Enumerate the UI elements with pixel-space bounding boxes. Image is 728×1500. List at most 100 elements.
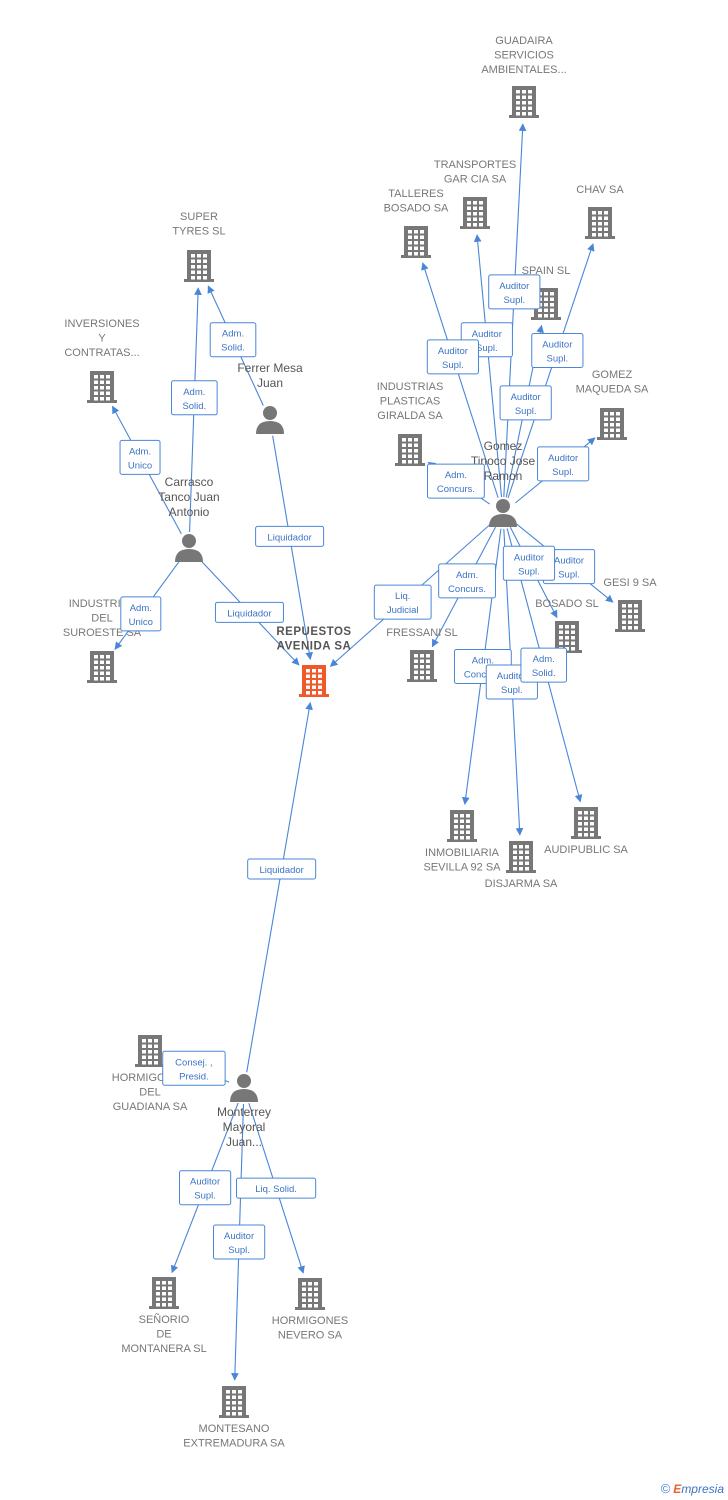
node-label-line: AMBIENTALES...: [481, 64, 566, 76]
building-icon: [87, 651, 117, 683]
node-label-line: Monterrey: [217, 1105, 271, 1119]
building-icon: [295, 1278, 325, 1310]
node-label-line: AUDIPUBLIC SA: [544, 844, 628, 856]
edge-label-text: Liquidador: [227, 608, 271, 619]
node-label-line: BOSADO SL: [535, 598, 599, 610]
person-icon: [256, 406, 284, 434]
company-node-repuestos[interactable]: REPUESTOS AVENIDA SA: [276, 626, 351, 697]
edge-label-text: Auditor: [548, 453, 578, 464]
edge-label-carrasco-ind_suroeste[interactable]: Adm.Unico: [120, 596, 162, 632]
company-node-fressani[interactable]: FRESSANI SL: [386, 627, 458, 682]
edge-label-carrasco-repuestos[interactable]: Liquidador: [214, 601, 284, 623]
edge-label-text: Auditor: [511, 392, 541, 403]
node-label-line: Gomez: [484, 439, 523, 453]
edge-label-ferrer-super_tyres[interactable]: Adm. Solid.: [209, 322, 257, 358]
node-label-line: CHAV SA: [576, 184, 624, 196]
person-node-monterrey[interactable]: MonterreyMayoralJuan...: [217, 1074, 271, 1149]
node-label-line: GUADIANA SA: [113, 1101, 188, 1113]
edge-label-text: Supl.: [558, 570, 580, 581]
edge-label-monterrey-repuestos[interactable]: Liquidador: [247, 858, 317, 880]
building-icon: [460, 197, 490, 229]
node-label-line: DE: [156, 1329, 171, 1341]
building-icon: [571, 807, 601, 839]
edge-label-text: Auditor: [554, 556, 584, 567]
company-node-gesi[interactable]: GESI 9 SA: [603, 577, 657, 632]
edge-label-text: Solid.: [182, 401, 206, 412]
building-icon: [585, 207, 615, 239]
company-node-bosado[interactable]: BOSADO SL: [535, 598, 599, 653]
edge-label-text: Supl.: [476, 343, 498, 354]
edge-label-text: Adm.: [130, 603, 152, 614]
edge-label-ferrer-repuestos[interactable]: Liquidador: [255, 525, 325, 547]
person-icon: [175, 534, 203, 562]
building-icon: [87, 371, 117, 403]
edge-label-gomez-ind_plasticas[interactable]: Adm.Concurs.: [427, 463, 485, 499]
edge-label-carrasco-super_tyres[interactable]: Adm.Solid.: [171, 380, 218, 416]
node-label-line: Mayoral: [223, 1120, 266, 1134]
edge-gomez-transportes: [473, 234, 503, 498]
edge-label-monterrey-hormigones_nevero[interactable]: Liq. Solid.: [235, 1177, 317, 1199]
edge-label-gomez-fressani[interactable]: Adm.Concurs.: [438, 563, 496, 599]
node-label-line: SPAIN SL: [522, 265, 571, 277]
node-label-line: INMOBILIARIA: [425, 847, 500, 859]
node-label-line: BOSADO SA: [384, 203, 449, 215]
company-node-disjarma[interactable]: DISJARMA SA: [485, 841, 558, 890]
edge-label-text: Liq.: [395, 591, 410, 602]
edge-label-text: Adm.: [472, 656, 494, 667]
edge-label-text: Concurs.: [448, 584, 486, 595]
company-node-chav[interactable]: CHAV SA: [576, 184, 624, 239]
edge-label-text: Supl.: [501, 685, 523, 696]
edge-label-text: Supl.: [552, 467, 574, 478]
building-icon: [509, 86, 539, 118]
node-label-line: AVENIDA SA: [277, 641, 352, 653]
edge-label-text: Adm.: [129, 446, 151, 457]
edge-label-text: Supl.: [442, 360, 464, 371]
company-node-inversiones[interactable]: INVERSIONESYCONTRATAS...: [64, 318, 140, 403]
edge-label-text: Presid.: [179, 1071, 209, 1082]
node-label-line: MONTANERA SL: [121, 1343, 206, 1355]
edge-label-carrasco-inversiones[interactable]: Adm. Unico: [119, 439, 161, 475]
edge-label-text: Adm.: [222, 329, 244, 340]
copyright-symbol: ©: [660, 1481, 671, 1496]
node-label-line: INDUSTRIAS: [69, 598, 136, 610]
footer-brand[interactable]: ©Empresia: [661, 1481, 724, 1496]
edge-label-text: Solid.: [221, 343, 245, 354]
edge-label-monterrey-hormigones_guadiana[interactable]: Consej. ,Presid.: [162, 1050, 226, 1086]
company-node-transportes[interactable]: TRANSPORTES GAR CIA SA: [434, 159, 516, 229]
edge-label-text: Unico: [128, 460, 152, 471]
node-label-line: GAR CIA SA: [444, 174, 507, 186]
node-label-line: TRANSPORTES: [434, 159, 516, 171]
company-node-audipublic[interactable]: AUDIPUBLIC SA: [544, 807, 629, 856]
edge-label-text: Adm.: [445, 470, 467, 481]
node-label-line: MAQUEDA SA: [576, 384, 649, 396]
node-label-line: MONTESANO: [199, 1423, 270, 1435]
edge-label-gomez-audipublic[interactable]: Adm.Solid.: [520, 647, 568, 683]
edge-label-text: Auditor: [190, 1177, 220, 1188]
company-node-guadaira[interactable]: GUADAIRASERVICIOSAMBIENTALES...: [481, 35, 567, 118]
edge-label-gomez-repuestos[interactable]: Liq.Judicial: [373, 584, 432, 620]
node-label-line: GESI 9 SA: [603, 577, 657, 589]
node-label-line: REPUESTOS: [276, 626, 351, 638]
edge-label-text: Supl.: [194, 1191, 216, 1202]
